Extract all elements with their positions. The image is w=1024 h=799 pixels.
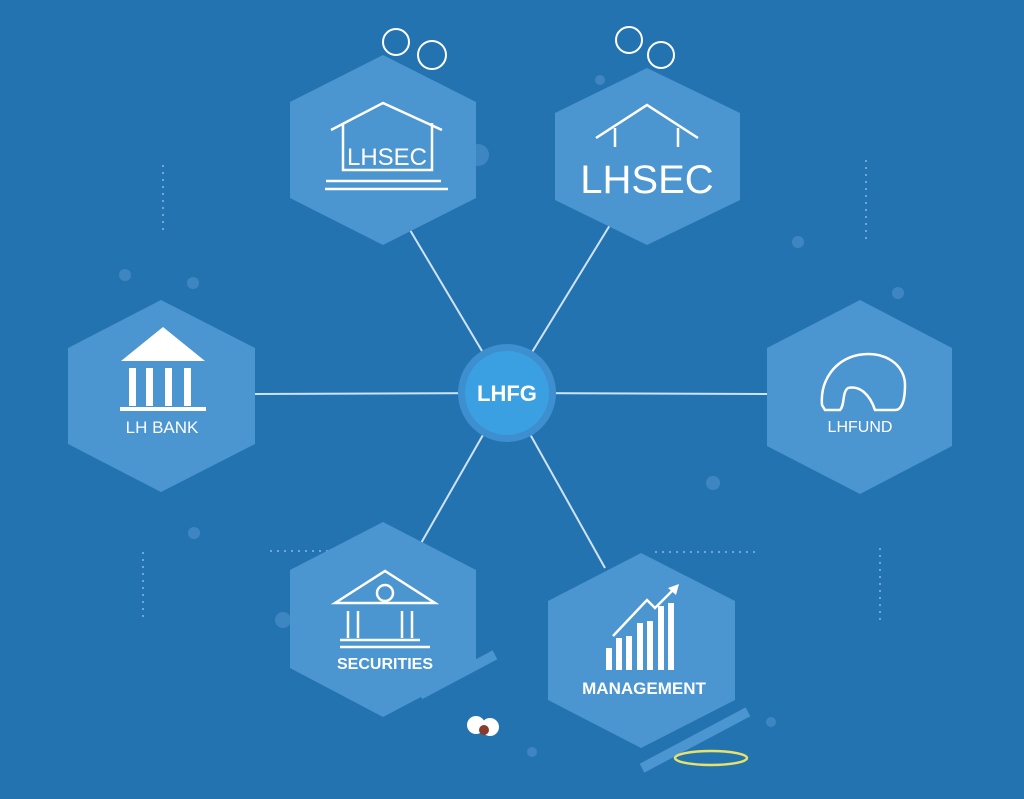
node-label: SECURITIES (337, 656, 433, 673)
node-label: LHSEC (347, 144, 427, 171)
house-roof-icon (595, 103, 699, 147)
hand-icon (673, 749, 749, 767)
institution-icon (330, 569, 440, 649)
node-management[interactable]: MANAGEMENT (548, 553, 751, 773)
node-lhsec[interactable]: LHSEC (555, 26, 740, 245)
node-label: LHFUND (828, 419, 893, 436)
node-bank[interactable]: LH BANK (68, 300, 255, 492)
node-fund[interactable]: LHFUND (767, 300, 952, 494)
money-bag-icon (467, 716, 499, 736)
dotted-guides (142, 160, 881, 622)
elephant-icon (820, 352, 907, 412)
node-label: LHSEC (580, 158, 713, 202)
center-label: LHFG (477, 381, 537, 406)
node-label: MANAGEMENT (582, 679, 706, 698)
center-node-lhfg[interactable]: LHFG (458, 344, 556, 442)
decorative-bar (417, 650, 498, 700)
node-securities[interactable]: SECURITIES (290, 522, 498, 717)
decorative-bar (639, 707, 751, 773)
bank-building-icon (120, 327, 206, 411)
coin-icon (615, 26, 675, 69)
node-lhsec-house[interactable]: LHSEC (290, 28, 476, 245)
coin-icon (382, 28, 447, 70)
house-icon (325, 101, 448, 191)
growth-chart-icon (606, 584, 679, 670)
node-label: LH BANK (126, 418, 199, 437)
